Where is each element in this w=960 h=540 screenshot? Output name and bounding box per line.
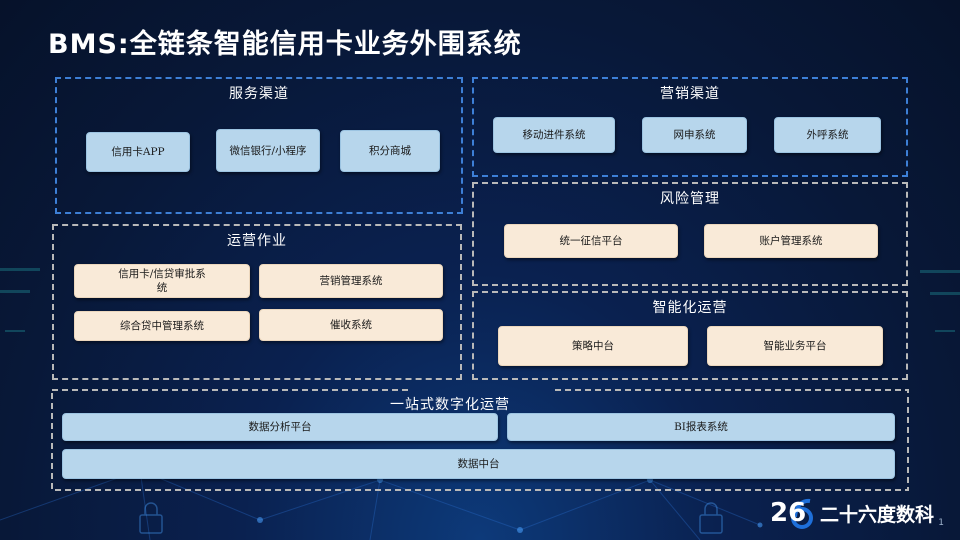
outbound-call-system-box: 外呼系统 [774,117,881,153]
smart-operation-title: 智能化运营 [652,300,728,316]
service-channel-title: 服务渠道 [229,86,289,102]
online-application-system-box: 网申系统 [642,117,747,153]
page-title: BMS:全链条智能信用卡业务外围系统 [48,29,522,60]
digital-operation-title: 一站式数字化运营 [390,397,510,413]
data-middle-platform-box: 数据中台 [62,449,895,479]
credit-approval-system-box: 信用卡/信贷审批系统 [74,264,250,298]
points-mall-box: 积分商城 [340,130,440,172]
smart-operation-panel: 智能化运营 策略中台 智能业务平台 [472,291,908,380]
marketing-channel-panel: 营销渠道 移动进件系统 网申系统 外呼系统 [472,77,908,177]
service-channel-panel: 服务渠道 信用卡APP 微信银行/小程序 积分商城 [55,77,463,214]
logo-26-icon [791,498,813,529]
digital-operation-panel: 一站式数字化运营 数据分析平台 BI报表系统 数据中台 [52,390,908,490]
loan-management-system-box: 综合贷中管理系统 [74,311,250,341]
credit-reporting-platform-box: 统一征信平台 [504,224,678,258]
collection-system-box: 催收系统 [259,309,443,341]
page-number: 1 [938,518,944,528]
company-logo: 26 二十六度数科 [770,496,934,530]
risk-management-panel: 风险管理 统一征信平台 账户管理系统 [472,182,908,286]
operation-panel: 运营作业 信用卡/信贷审批系统 营销管理系统 综合贷中管理系统 催收系统 [52,224,462,380]
strategy-platform-box: 策略中台 [498,326,688,366]
data-analysis-platform-box: 数据分析平台 [62,413,498,441]
logo-number: 26 [770,498,807,528]
account-management-system-box: 账户管理系统 [704,224,878,258]
marketing-channel-title: 营销渠道 [660,86,720,102]
bi-report-system-box: BI报表系统 [507,413,895,441]
logo-text: 二十六度数科 [820,503,935,526]
operation-title: 运营作业 [227,233,287,249]
mobile-application-system-box: 移动进件系统 [493,117,615,153]
credit-card-app-box: 信用卡APP [86,132,190,172]
logo-26-mark: 26 [770,496,816,530]
intelligent-business-platform-box: 智能业务平台 [707,326,883,366]
marketing-management-system-box: 营销管理系统 [259,264,443,298]
wechat-bank-miniprogram-box: 微信银行/小程序 [216,129,320,172]
risk-management-title: 风险管理 [660,191,720,207]
